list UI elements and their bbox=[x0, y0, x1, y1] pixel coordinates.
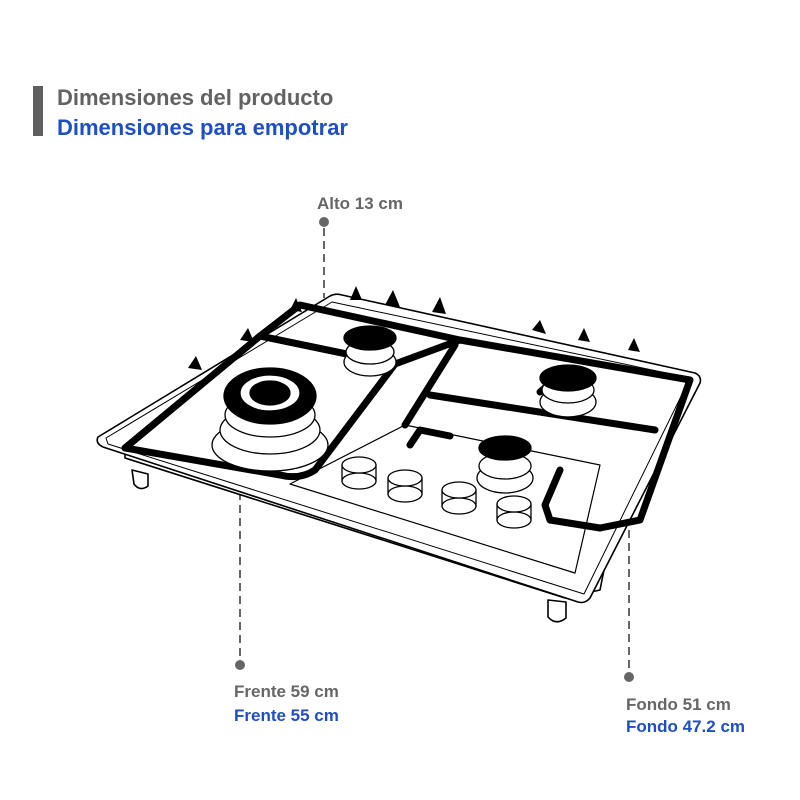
depth-embed-label: Fondo 47.2 cm bbox=[626, 717, 746, 736]
title-accent-bar bbox=[33, 86, 43, 136]
knob-4 bbox=[496, 495, 532, 529]
front-leader bbox=[235, 492, 245, 670]
burner-front-right bbox=[476, 435, 534, 494]
knob-1 bbox=[341, 456, 377, 490]
burner-large bbox=[211, 367, 329, 472]
height-leader bbox=[319, 217, 329, 298]
burner-rear-left bbox=[343, 325, 397, 377]
knob-2 bbox=[387, 469, 423, 503]
title-embed-dimensions: Dimensiones para empotrar bbox=[57, 115, 348, 140]
grate-prongs bbox=[188, 286, 640, 370]
burner-rear-right bbox=[539, 364, 597, 418]
front-product-label: Frente 59 cm bbox=[234, 682, 339, 701]
title-product-dimensions: Dimensiones del producto bbox=[57, 85, 334, 110]
depth-product-label: Fondo 51 cm bbox=[626, 695, 731, 714]
depth-leader bbox=[624, 530, 634, 682]
control-knobs bbox=[341, 456, 532, 529]
front-embed-label: Frente 55 cm bbox=[234, 706, 339, 725]
height-product-label: Alto 13 cm bbox=[317, 194, 403, 213]
knob-3 bbox=[441, 481, 477, 515]
